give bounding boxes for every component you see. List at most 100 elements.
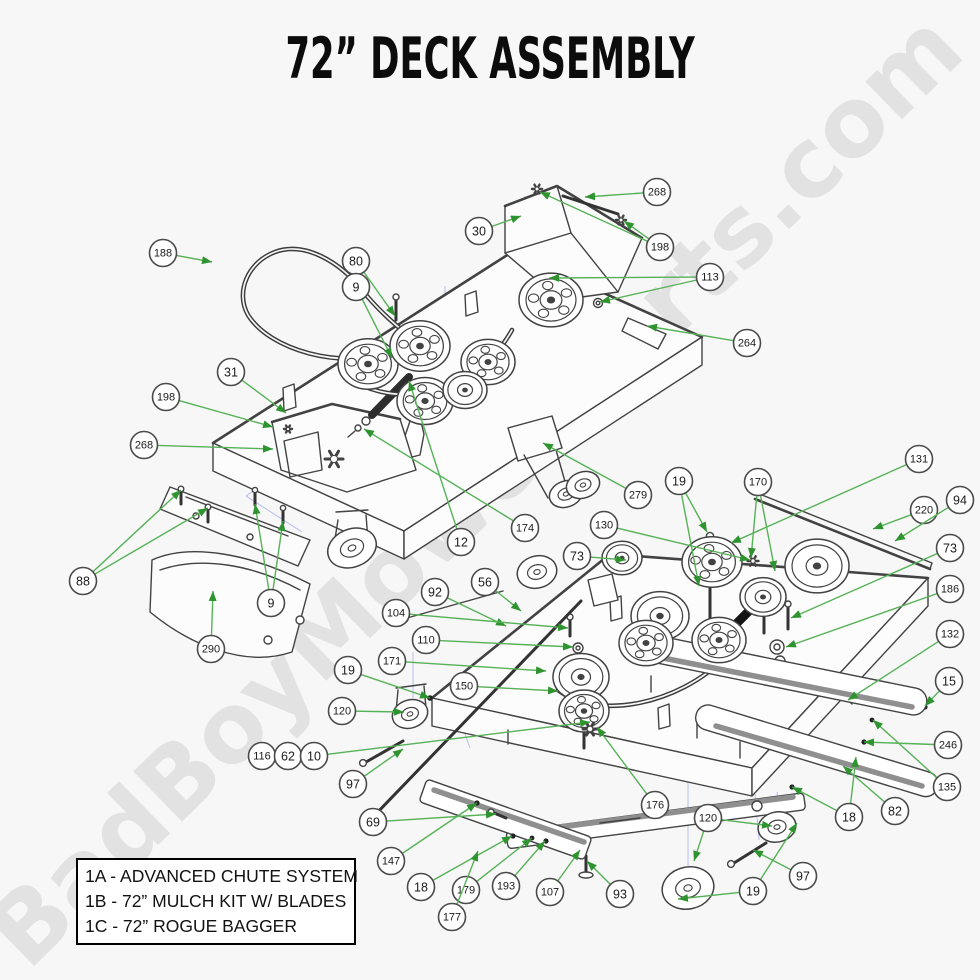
leader-line: [623, 220, 650, 240]
callout-circle: [535, 877, 565, 907]
callout-73-18: 73: [562, 541, 627, 571]
leader-line: [241, 379, 287, 414]
callout-circle: [470, 567, 500, 597]
callout-279-16: 279: [542, 442, 653, 510]
callout-number: 30: [472, 225, 486, 239]
wingnut: [323, 449, 345, 469]
callout-number: 171: [383, 656, 401, 668]
callout-number: 113: [701, 272, 719, 284]
callout-30-1: 30: [464, 215, 522, 246]
callout-97-46: 97: [752, 849, 818, 891]
callout-150-24: 150: [449, 671, 559, 701]
callout-circle: [129, 430, 159, 460]
leader-line: [730, 463, 907, 544]
legend-item: 1B - 72” MULCH KIT W/ BLADES: [85, 891, 347, 911]
callout-69-48: 69: [358, 807, 497, 837]
leader-line: [584, 192, 644, 201]
leader-line: [721, 819, 773, 829]
leader-line: [439, 639, 574, 651]
callout-94-35: 94: [894, 485, 975, 542]
callout-circle: [381, 598, 411, 628]
callout-246-40: 246: [863, 730, 963, 760]
pulley: [337, 338, 399, 390]
tension-spring: [368, 373, 413, 419]
callout-circle: [510, 513, 540, 543]
callout-circle: [196, 634, 226, 664]
callout-88-11: 88: [68, 489, 209, 596]
callout-290-13: 290: [196, 590, 226, 664]
callout-131-33: 131: [730, 444, 934, 544]
callout-62-28: 62: [273, 741, 303, 771]
leader-line: [557, 849, 581, 882]
wingnut: [282, 424, 294, 434]
wingnut: [530, 183, 544, 195]
callout-circle: [449, 671, 479, 701]
callout-number: 131: [910, 454, 928, 466]
callout-number: 19: [746, 885, 760, 899]
leader-line: [456, 850, 479, 905]
callout-10-29: 10: [299, 719, 591, 771]
pulleys-layer: [337, 272, 850, 733]
callout-number: 104: [387, 608, 405, 620]
callout-number: 9: [353, 281, 360, 295]
callout-number: 12: [454, 536, 468, 550]
leader-line: [401, 802, 478, 855]
callout-171-23: 171: [377, 646, 547, 676]
callout-circle: [934, 666, 964, 696]
callout-135-41: 135: [872, 719, 962, 802]
leader-line: [752, 849, 792, 871]
callout-number: 97: [796, 870, 810, 884]
callout-circle: [640, 790, 670, 820]
leader-line: [94, 507, 209, 575]
callout-193-52: 193: [491, 840, 546, 901]
leader-line: [363, 428, 514, 522]
rear-discharge-chute: [503, 184, 644, 301]
leader-line: [477, 686, 559, 695]
callout-number: 132: [941, 629, 959, 641]
callout-186-37: 186: [785, 574, 965, 648]
leader-line: [208, 590, 217, 636]
callout-132-38: 132: [847, 619, 965, 701]
callout-number: 150: [455, 681, 473, 693]
leader-line: [894, 506, 949, 542]
callout-number: 268: [648, 187, 666, 199]
callout-circle: [338, 769, 368, 799]
callout-number: 177: [443, 912, 461, 924]
pulley: [739, 576, 787, 618]
callout-73-36: 73: [790, 533, 965, 619]
callout-number: 188: [154, 248, 172, 260]
callout-177-55: 177: [437, 850, 479, 932]
callout-170-32: 170: [743, 467, 778, 572]
callout-number: 268: [135, 440, 153, 452]
callout-number: 116: [253, 751, 271, 763]
callout-circle: [695, 262, 725, 292]
callout-number: 15: [942, 675, 956, 689]
leader-line: [409, 613, 569, 632]
side-chute-assembly: [149, 485, 311, 658]
leader-line: [646, 323, 734, 342]
callout-circle: [299, 741, 329, 771]
callout-number: 73: [570, 550, 584, 564]
callout-circle: [589, 510, 619, 540]
leader-line: [386, 810, 497, 822]
callout-circle: [377, 646, 407, 676]
leader-line: [747, 495, 758, 559]
callout-18-43: 18: [791, 756, 864, 832]
leader-line: [785, 592, 938, 648]
callout-number: 220: [915, 505, 933, 517]
leader-line: [677, 891, 740, 902]
legend-item: 1A - ADVANCED CHUTE SYSTEM: [85, 866, 358, 886]
callout-circle: [411, 625, 441, 655]
leader-line: [590, 555, 627, 564]
anti-scalp-wheel: [516, 554, 558, 590]
leader-line: [363, 271, 396, 317]
callout-12-14: 12: [408, 380, 476, 557]
callout-56-19: 56: [470, 567, 522, 612]
callout-number: 147: [382, 856, 400, 868]
leader-line: [680, 494, 702, 587]
leader-line: [408, 380, 458, 530]
callout-188-5: 188: [148, 238, 213, 268]
callout-176-44: 176: [596, 726, 670, 820]
leader-line: [495, 589, 522, 612]
callout-number: 80: [349, 255, 363, 269]
